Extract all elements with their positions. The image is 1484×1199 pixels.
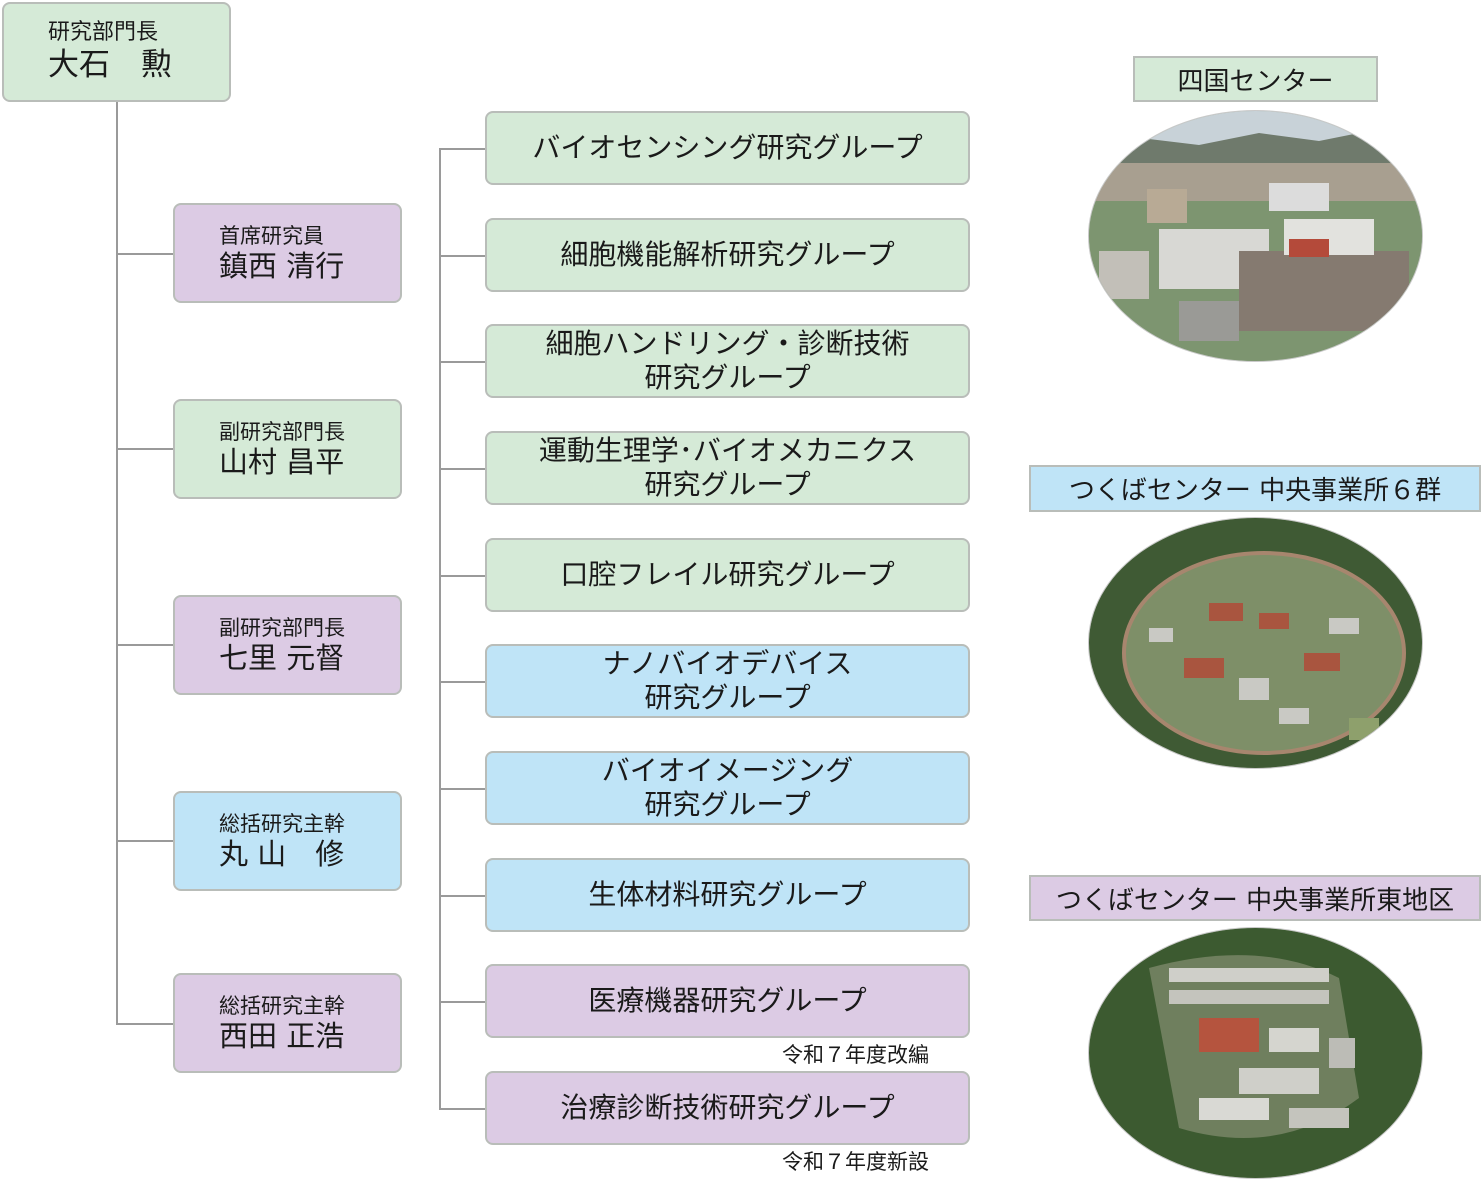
- site-label-text: つくばセンター 中央事業所東地区: [1055, 885, 1455, 916]
- group-label: ナノバイオデバイス: [602, 647, 853, 680]
- site-label-shikoku: 四国センター: [1133, 56, 1378, 102]
- branch-line-group-2: [439, 255, 486, 257]
- branch-line-officer-3: [116, 644, 174, 646]
- branch-line-group-8: [439, 895, 486, 897]
- group-label-line2: 研究グループ: [644, 468, 811, 501]
- group-oral-frailty: 口腔フレイル研究グループ: [485, 538, 970, 612]
- director-role: 研究部門長: [48, 20, 159, 45]
- officer-box-chief-researcher: 首席研究員 鎮西 清行: [173, 203, 402, 303]
- group-label-line2: 研究グループ: [644, 681, 811, 714]
- branch-line-officer-2: [116, 448, 174, 450]
- group-medical-devices: 医療機器研究グループ: [485, 964, 970, 1038]
- group-exercise-biomechanics: 運動生理学･バイオメカニクス 研究グループ: [485, 431, 970, 505]
- trunk-line-groups: [439, 148, 441, 1110]
- group-label: 口腔フレイル研究グループ: [560, 558, 895, 591]
- officer-role: 総括研究主幹: [219, 994, 345, 1018]
- note-newly-established: 令和７年度新設: [782, 1150, 929, 1174]
- group-bioimaging: バイオイメージング 研究グループ: [485, 751, 970, 825]
- branch-line-group-10: [439, 1108, 486, 1110]
- officer-role: 総括研究主幹: [219, 812, 345, 836]
- branch-line-group-9: [439, 1001, 486, 1003]
- group-cell-function-analysis: 細胞機能解析研究グループ: [485, 218, 970, 292]
- group-biosensing: バイオセンシング研究グループ: [485, 111, 970, 185]
- branch-line-group-5: [439, 575, 486, 577]
- branch-line-officer-5: [116, 1023, 174, 1025]
- group-label: 運動生理学･バイオメカニクス: [538, 434, 917, 467]
- officer-role: 首席研究員: [219, 224, 324, 248]
- officer-box-deputy-director-1: 副研究部門長 山村 昌平: [173, 399, 402, 499]
- group-cell-handling-diagnostics: 細胞ハンドリング・診断技術 研究グループ: [485, 324, 970, 398]
- site-label-tsukuba-central-east: つくばセンター 中央事業所東地区: [1029, 875, 1481, 921]
- site-label-tsukuba-central-6: つくばセンター 中央事業所６群: [1029, 465, 1481, 512]
- group-label-line2: 研究グループ: [644, 788, 811, 821]
- branch-line-group-4: [439, 468, 486, 470]
- officer-box-chief-senior-2: 総括研究主幹 西田 正浩: [173, 973, 402, 1073]
- group-label: 医療機器研究グループ: [588, 984, 867, 1017]
- director-name: 大石 勲: [48, 47, 172, 83]
- group-theranostics: 治療診断技術研究グループ: [485, 1071, 970, 1145]
- group-label: バイオイメージング: [601, 754, 854, 787]
- group-label: 生体材料研究グループ: [588, 878, 867, 911]
- director-box: 研究部門長 大石 勲: [2, 2, 231, 102]
- officer-role: 副研究部門長: [219, 420, 345, 444]
- group-label: バイオセンシング研究グループ: [532, 131, 923, 164]
- officer-role: 副研究部門長: [219, 616, 345, 640]
- site-label-text: 四国センター: [1177, 66, 1334, 97]
- note-reorganized: 令和７年度改編: [782, 1043, 929, 1067]
- site-label-text: つくばセンター 中央事業所６群: [1068, 476, 1442, 506]
- group-biomaterials: 生体材料研究グループ: [485, 858, 970, 932]
- group-label: 細胞ハンドリング・診断技術: [545, 327, 910, 360]
- officer-name: 山村 昌平: [219, 445, 345, 479]
- group-label: 治療診断技術研究グループ: [560, 1091, 895, 1124]
- group-label-line2: 研究グループ: [644, 361, 811, 394]
- site-photo-shikoku: [1089, 111, 1422, 361]
- branch-line-officer-1: [116, 253, 174, 255]
- trunk-line-left: [116, 101, 118, 1024]
- branch-line-group-6: [439, 681, 486, 683]
- officer-box-deputy-director-2: 副研究部門長 七里 元督: [173, 595, 402, 695]
- branch-line-group-1: [439, 148, 486, 150]
- branch-line-group-3: [439, 361, 486, 363]
- officer-name: 鎮西 清行: [219, 249, 345, 283]
- officer-box-chief-senior-1: 総括研究主幹 丸 山 修: [173, 791, 402, 891]
- site-photo-tsukuba-central-6: [1089, 518, 1422, 768]
- group-label: 細胞機能解析研究グループ: [560, 238, 895, 271]
- site-photo-tsukuba-central-east: [1089, 928, 1422, 1178]
- branch-line-officer-4: [116, 840, 174, 842]
- officer-name: 丸 山 修: [219, 837, 345, 871]
- officer-name: 西田 正浩: [219, 1019, 345, 1053]
- group-nanobio-device: ナノバイオデバイス 研究グループ: [485, 644, 970, 718]
- officer-name: 七里 元督: [219, 641, 345, 675]
- branch-line-group-7: [439, 788, 486, 790]
